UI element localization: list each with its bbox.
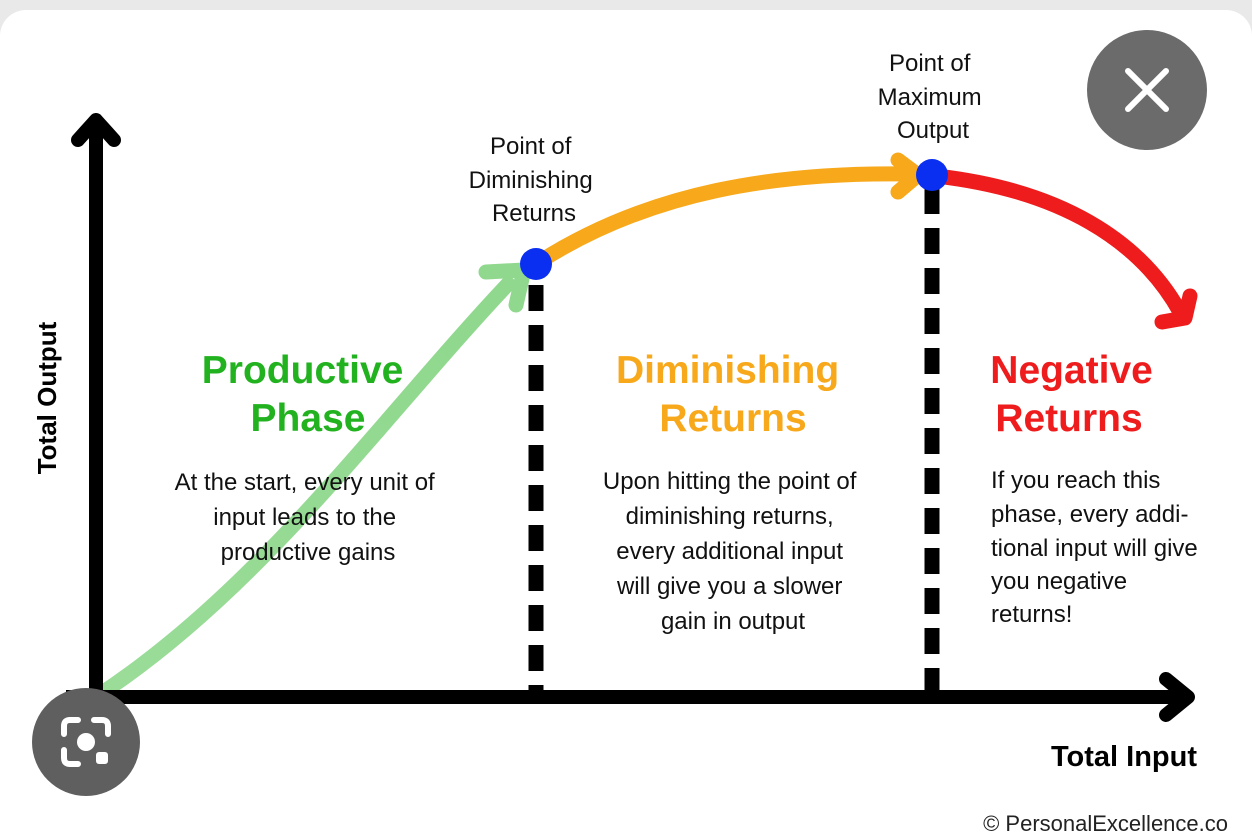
negative-curve	[928, 168, 1188, 320]
visual-search-button[interactable]	[32, 688, 140, 796]
maximum-point-label: Point of Maximum Output	[878, 50, 989, 144]
diminishing-phase-title: Diminishing Returns	[616, 349, 850, 440]
maximum-point-marker	[916, 159, 948, 191]
diminishing-curve	[528, 166, 916, 272]
y-axis-arrowhead	[71, 113, 121, 147]
copyright-notice: © PersonalExcellence.co	[983, 811, 1228, 836]
productive-curve	[88, 276, 516, 705]
diminishing-phase-description: Upon hitting the point of diminishing re…	[603, 468, 863, 635]
x-axis-label: Total Input	[1051, 741, 1197, 773]
x-axis-arrowhead	[1159, 672, 1195, 722]
productive-phase-title: Productive Phase	[202, 349, 414, 440]
diminishing-point-marker	[520, 248, 552, 280]
close-icon	[1125, 68, 1169, 112]
productive-phase-description: At the start, every unit of input leads …	[175, 469, 442, 566]
negative-phase-title: Negative Returns	[990, 349, 1163, 440]
maximum-point-label-line: Maximum	[878, 84, 982, 111]
y-axis-label: Total Output	[32, 321, 62, 474]
negative-phase-description: If you reach this phase, every addi- tio…	[991, 467, 1204, 628]
negative-curve-arrowhead	[1154, 288, 1198, 330]
maximum-point-label-line: Output	[897, 117, 969, 144]
diminishing-point-label-line: Diminishing	[469, 167, 593, 194]
diminishing-point-label-line: Point of	[490, 133, 572, 160]
lens-icon	[61, 717, 111, 767]
diminishing-point-label-line: Returns	[492, 200, 576, 227]
close-button[interactable]	[1087, 30, 1207, 150]
maximum-point-label-line: Point of	[889, 50, 971, 77]
diminishing-point-label: Point of Diminishing Returns	[469, 133, 600, 227]
